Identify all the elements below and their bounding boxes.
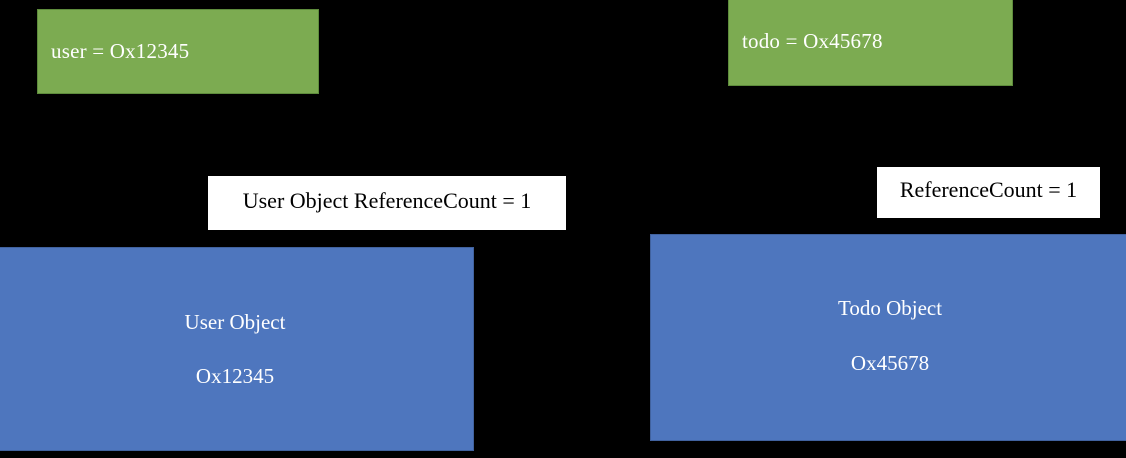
pointer-box-user-label: user = Ox12345: [51, 38, 190, 63]
object-box-user-address: Ox12345: [195, 364, 275, 389]
object-box-todo[interactable]: Todo Object Ox45678: [650, 234, 1126, 441]
note-box-todo-reference-count: ReferenceCount = 1: [877, 167, 1100, 218]
pointer-box-user[interactable]: user = Ox12345: [37, 9, 319, 94]
note-box-todo-reference-count-label: ReferenceCount = 1: [899, 177, 1078, 203]
pointer-box-todo-label: todo = Ox45678: [742, 28, 883, 53]
object-box-todo-address: Ox45678: [850, 351, 930, 376]
pointer-box-todo[interactable]: todo = Ox45678: [728, 0, 1013, 86]
object-box-user-title: User Object: [184, 310, 286, 334]
note-box-user-reference-count: User Object ReferenceCount = 1: [208, 176, 566, 230]
note-box-user-reference-count-label: User Object ReferenceCount = 1: [242, 187, 532, 213]
object-box-user[interactable]: User Object Ox12345: [0, 247, 474, 451]
object-box-todo-title: Todo Object: [837, 296, 943, 320]
